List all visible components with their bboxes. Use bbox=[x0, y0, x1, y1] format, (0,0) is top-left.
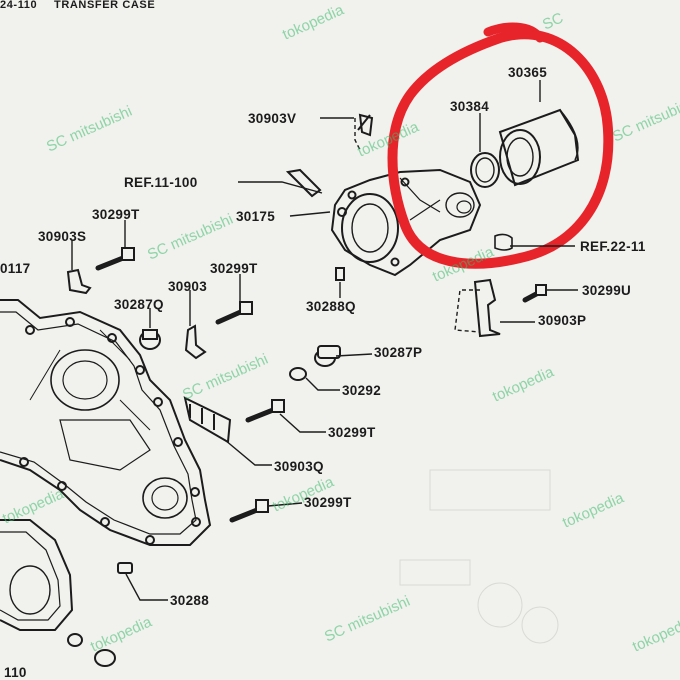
part-label-30299T-mid: 30299T bbox=[210, 261, 258, 276]
part-label-30299U: 30299U bbox=[582, 283, 632, 298]
part-label-30287P: 30287P bbox=[374, 345, 423, 360]
page-header-title: TRANSFER CASE bbox=[54, 0, 156, 11]
red-highlight-tail bbox=[483, 22, 545, 43]
small-parts bbox=[66, 113, 547, 667]
seal-and-sleeve bbox=[470, 108, 580, 188]
part-label-30292: 30292 bbox=[342, 383, 382, 398]
ref-label-22-11: REF.22-11 bbox=[580, 239, 646, 254]
part-label-30903S: 30903S bbox=[38, 229, 87, 244]
red-highlight-circle bbox=[387, 29, 614, 269]
page-header-code: 24-110 bbox=[0, 0, 38, 11]
adapter-housing bbox=[330, 168, 513, 277]
part-label-30365: 30365 bbox=[508, 65, 548, 80]
part-label-30299T-right: 30299T bbox=[328, 425, 376, 440]
part-label-30288: 30288 bbox=[170, 593, 210, 608]
ref-label-11-100: REF.11-100 bbox=[124, 175, 198, 190]
part-label-30299T-top: 30299T bbox=[92, 207, 140, 222]
part-label-30903V: 30903V bbox=[248, 111, 297, 126]
part-label-30903P: 30903P bbox=[538, 313, 587, 328]
main-housing bbox=[0, 299, 212, 631]
part-label-30287Q: 30287Q bbox=[114, 297, 164, 312]
part-label-110: 110 bbox=[4, 665, 27, 680]
part-label-30175: 30175 bbox=[236, 209, 276, 224]
part-label-30288Q: 30288Q bbox=[306, 299, 356, 314]
part-label-30384: 30384 bbox=[450, 99, 490, 114]
part-label-30903Q: 30903Q bbox=[274, 459, 324, 474]
leader-lines bbox=[71, 80, 578, 601]
part-label-0117: 0117 bbox=[0, 261, 31, 276]
background-print-through bbox=[399, 469, 559, 644]
part-label-30903: 30903 bbox=[168, 279, 208, 294]
part-label-30299T-lower: 30299T bbox=[304, 495, 352, 510]
